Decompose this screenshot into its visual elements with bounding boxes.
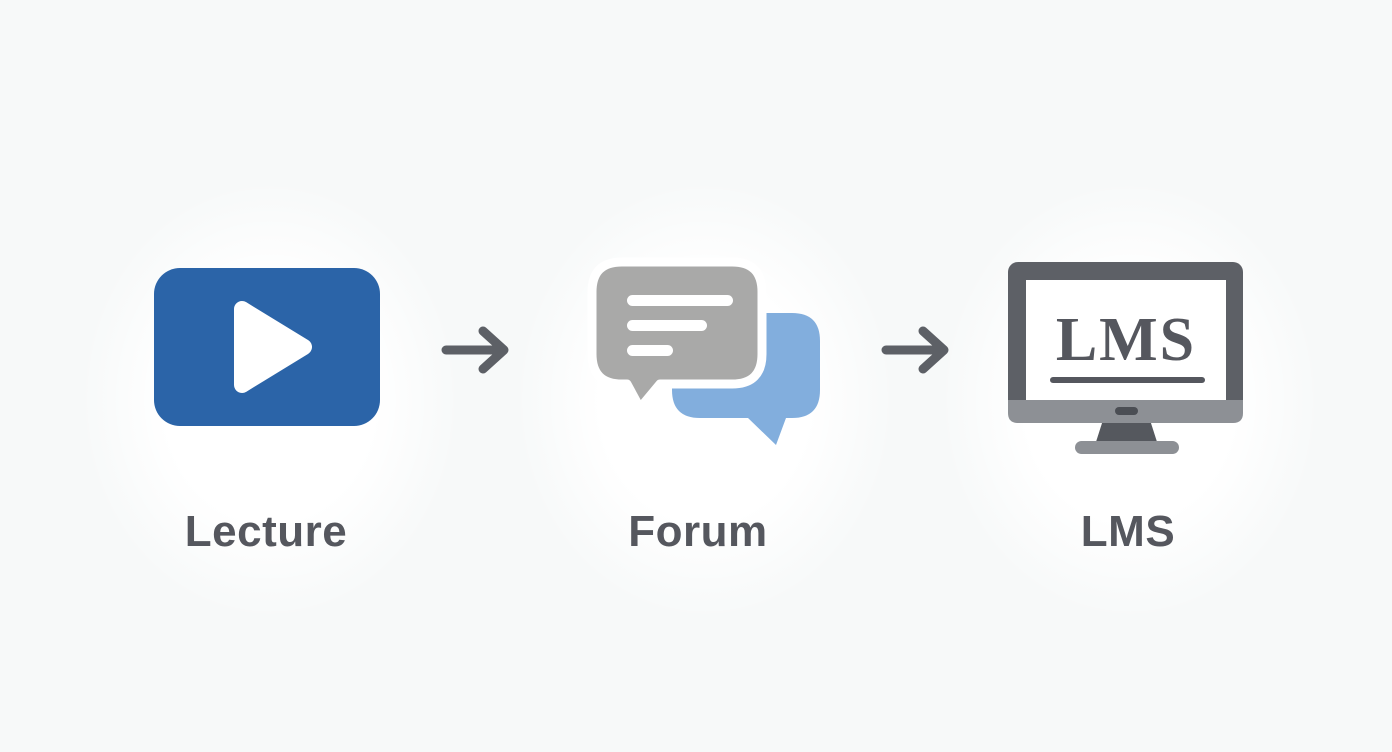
arrow-stroke — [441, 326, 509, 374]
arrow-right-icon-1 — [441, 326, 509, 374]
monitor-screen-text: LMS — [1056, 306, 1196, 374]
monitor-icon: LMS — [1008, 262, 1243, 454]
node-label-lecture: Lecture — [184, 507, 348, 556]
chat-bubbles-icon — [587, 257, 820, 445]
chat-text-line-1 — [627, 295, 733, 306]
monitor-stand — [1095, 420, 1158, 445]
monitor-base — [1075, 441, 1179, 454]
monitor-screen-underline — [1050, 377, 1205, 383]
back-chat-bubble — [587, 257, 767, 413]
node-label-forum: Forum — [628, 507, 768, 556]
node-label-lms: LMS — [1080, 507, 1176, 556]
video-play-icon — [154, 268, 380, 426]
chat-text-line-3 — [627, 345, 673, 356]
arrow-stroke — [881, 326, 949, 374]
monitor-power-button — [1115, 407, 1138, 415]
play-triangle — [234, 301, 312, 393]
arrow-right-icon-2 — [881, 326, 949, 374]
chat-text-line-2 — [627, 320, 707, 331]
